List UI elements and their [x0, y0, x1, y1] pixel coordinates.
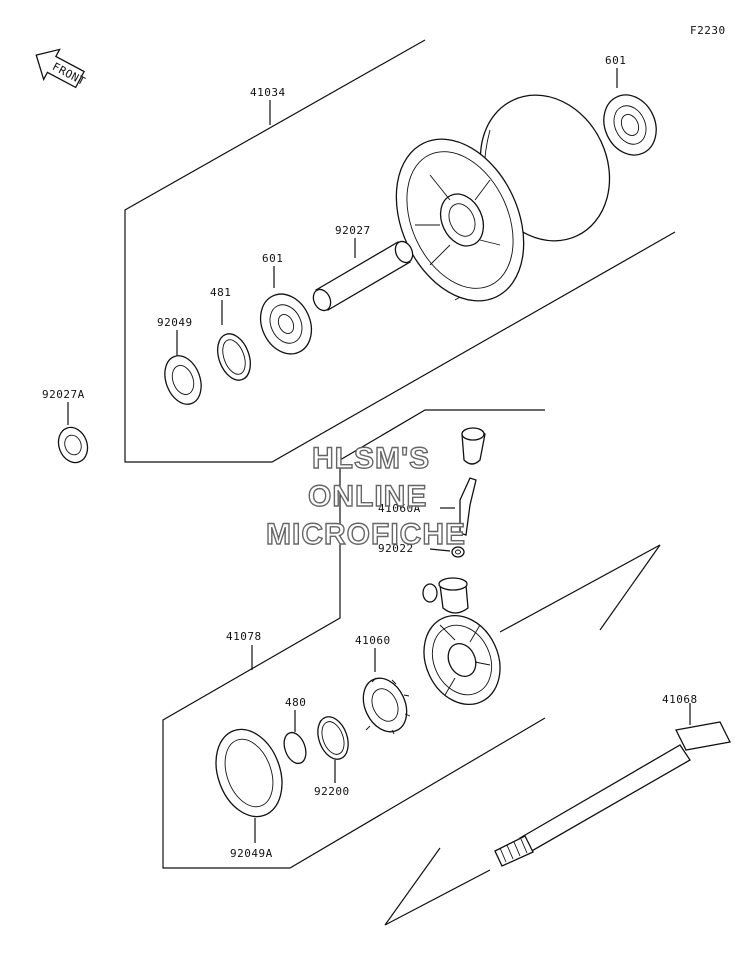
watermark: HLSM'S ONLINE MICROFICHE — [265, 441, 466, 551]
wheel-hub — [395, 94, 611, 302]
pinion-gear-41060A: 41060A — [378, 477, 477, 536]
watermark-line2: ONLINE — [308, 480, 427, 513]
part-label-41078: 41078 — [226, 630, 262, 643]
drive-gear-41060: 41060 — [355, 634, 411, 735]
seal-92049: 92049 — [157, 316, 202, 405]
figure-code: F2230 — [690, 24, 726, 37]
washer-92022: 92022 — [378, 542, 465, 558]
hub-assembly-bracket: 41034 — [124, 39, 676, 463]
part-label-92027: 92027 — [335, 224, 371, 237]
part-label-41060: 41060 — [355, 634, 391, 647]
ring-92200: 92200 — [314, 716, 350, 798]
circlip-481: 481 — [210, 286, 251, 381]
circlip-480: 480 — [283, 696, 307, 765]
part-label-92049A: 92049A — [230, 847, 273, 860]
axle-41068: 41068 — [384, 693, 731, 926]
part-label-601-right: 601 — [605, 54, 626, 67]
bearing-601-right: 601 — [603, 54, 657, 156]
seal-92049A: 92049A — [215, 728, 283, 860]
part-label-481: 481 — [210, 286, 231, 299]
part-label-92022: 92022 — [378, 542, 414, 555]
part-label-601-left: 601 — [262, 252, 283, 265]
part-label-480: 480 — [285, 696, 306, 709]
watermark-line3: MICROFICHE — [266, 518, 466, 551]
part-label-92200: 92200 — [314, 785, 350, 798]
front-arrow-icon: FRONT — [35, 48, 88, 89]
part-label-41034: 41034 — [250, 86, 286, 99]
gear-assembly-bracket: 41078 — [162, 409, 546, 869]
collar-92027A: 92027A — [42, 388, 89, 464]
part-label-41068: 41068 — [662, 693, 698, 706]
bearing-601-left: 601 — [259, 252, 313, 355]
spacer-92027: 92027 — [312, 224, 414, 312]
pinion-bushing — [461, 427, 486, 465]
watermark-line1: HLSM'S — [312, 442, 430, 475]
gear-housing — [422, 544, 661, 706]
part-label-41060A: 41060A — [378, 502, 421, 515]
part-label-92049: 92049 — [157, 316, 193, 329]
part-label-92027A: 92027A — [42, 388, 85, 401]
